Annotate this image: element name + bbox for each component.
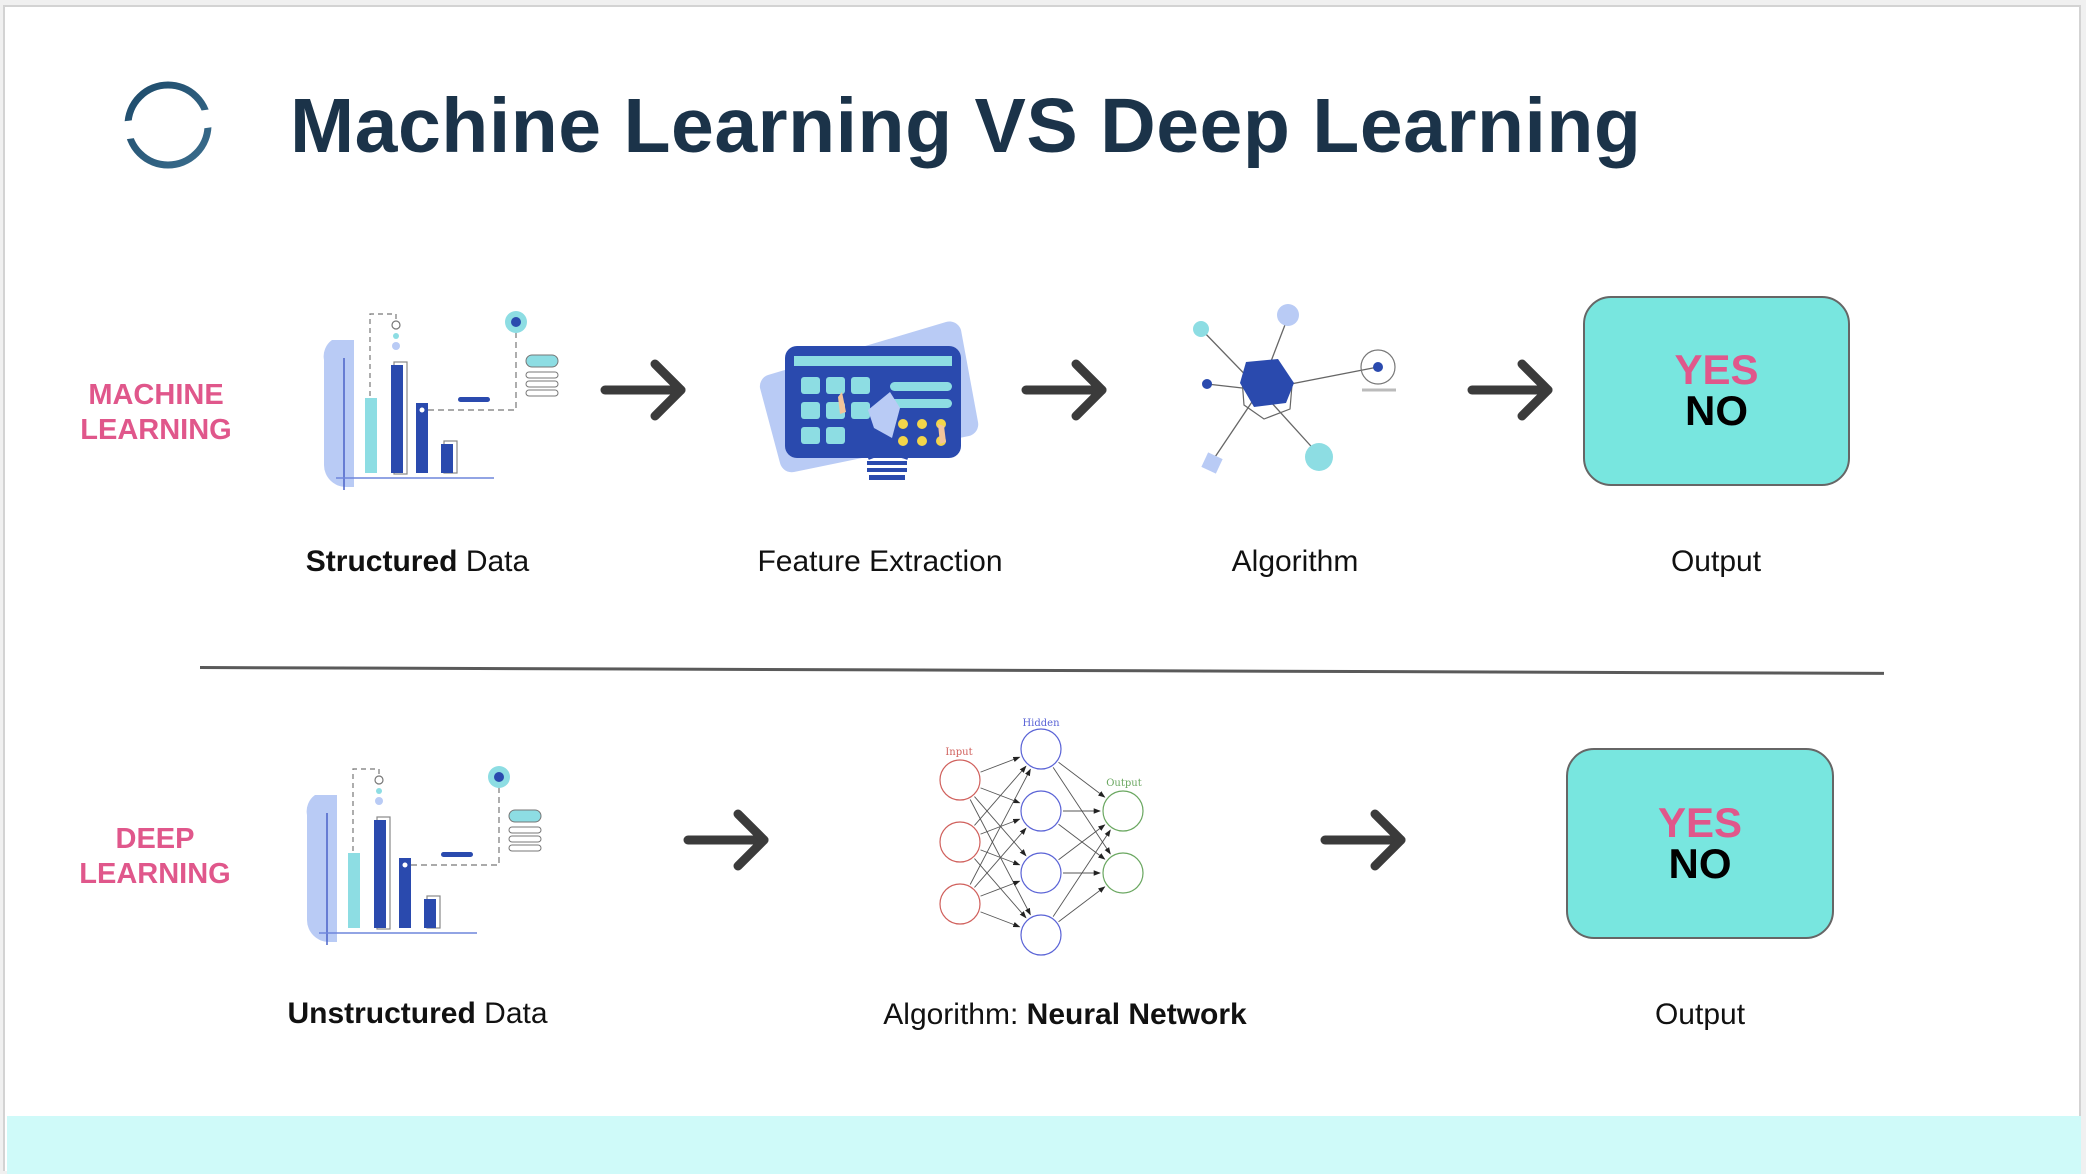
nn-output-node: [1102, 790, 1144, 832]
arrow-right-icon: [1467, 359, 1553, 421]
bar-chart-illustration-icon: [306, 766, 542, 945]
algorithm-network-illustration-icon: [1193, 304, 1396, 474]
nn-edge: [974, 858, 1027, 919]
nn-edge: [1058, 761, 1106, 798]
bar-chart-illustration-icon: [323, 311, 559, 490]
output-no-label: NO: [1668, 839, 1732, 887]
nn-input-label: Input: [945, 747, 972, 758]
nn-hidden-node: [1020, 852, 1062, 894]
caption-neural-network: Algorithm: Neural Network: [840, 998, 1290, 1032]
page-title: Machine Learning VS Deep Learning: [290, 83, 1642, 169]
caption-rest: Data: [475, 997, 548, 1030]
caption-bold: Neural Network: [1026, 998, 1247, 1031]
row-label-line: LEARNING: [80, 414, 232, 446]
nn-edge: [980, 756, 1021, 773]
row-label-deep-learning: DEEP LEARNING: [55, 822, 255, 892]
caption-structured-data: Structured Data: [300, 545, 535, 579]
nn-hidden-node: [1020, 790, 1062, 832]
row-label-line: MACHINE: [88, 379, 224, 411]
nn-edge: [980, 911, 1021, 928]
output-box-machine-learning: YES NO: [1583, 296, 1850, 486]
row-label-line: DEEP: [115, 823, 195, 855]
caption-algorithm: Algorithm: [1231, 545, 1359, 578]
nn-hidden-node: [1020, 914, 1062, 956]
output-box-deep-learning: YES NO: [1566, 748, 1834, 939]
nn-edge: [1052, 829, 1111, 917]
footer-band: [7, 1116, 2081, 1174]
nn-input-node: [939, 821, 981, 863]
arrow-right-icon: [683, 809, 769, 871]
nn-edge: [980, 787, 1021, 804]
nn-hidden-node: [1020, 728, 1062, 770]
caption-feature-extraction: Feature Extraction: [757, 545, 1003, 578]
caption-bold: Structured: [305, 545, 458, 578]
caption-output: Output: [1670, 545, 1762, 578]
output-no-label: NO: [1685, 387, 1748, 434]
arrow-right-icon: [1021, 359, 1107, 421]
nn-edge: [974, 796, 1027, 857]
nn-edge: [974, 765, 1027, 826]
nn-edge: [974, 827, 1027, 888]
feature-extraction-illustration-icon: [759, 321, 979, 480]
nn-edge: [1058, 886, 1106, 923]
nn-input-node: [939, 759, 981, 801]
orbit-logo-icon: [100, 81, 240, 169]
nn-input-node: [939, 883, 981, 925]
nn-output-node: [1102, 852, 1144, 894]
row-label-line: LEARNING: [79, 858, 231, 890]
caption-output: Output: [1654, 998, 1746, 1031]
nn-output-label: Output: [1106, 778, 1142, 789]
row-label-machine-learning: MACHINE LEARNING: [56, 378, 256, 448]
slide: [3, 5, 2081, 1171]
neural-network-diagram-icon: Input Hidden Output: [939, 718, 1144, 956]
arrow-right-icon: [1320, 809, 1406, 871]
nn-hidden-label: Hidden: [1022, 718, 1060, 729]
caption-rest: Data: [457, 545, 530, 578]
caption-unstructured-data: Unstructured Data: [280, 997, 555, 1031]
nn-edge: [969, 768, 1031, 885]
output-yes-label: YES: [1657, 798, 1743, 846]
nn-edge: [980, 880, 1021, 897]
caption-prefix: Algorithm:: [883, 998, 1027, 1031]
output-yes-label: YES: [1674, 346, 1759, 393]
nn-edge: [1058, 823, 1106, 860]
caption-bold: Unstructured: [287, 997, 476, 1030]
nn-edge: [1058, 824, 1106, 861]
nn-edge: [980, 849, 1021, 866]
arrow-right-icon: [600, 359, 686, 421]
